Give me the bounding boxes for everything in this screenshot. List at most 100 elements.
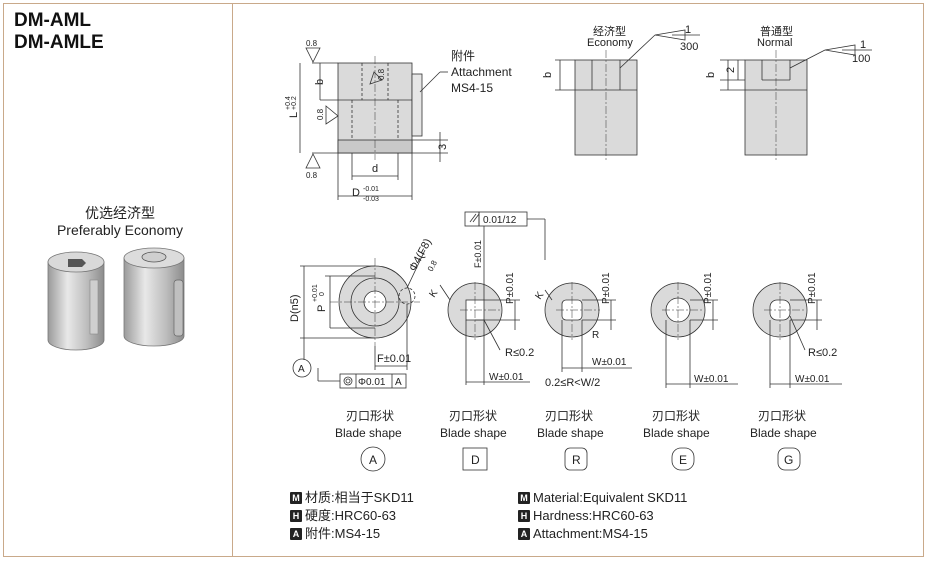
economy-ratio-top: 1	[685, 24, 691, 36]
attach-part: MS4-15	[451, 81, 493, 95]
range-r: 0.2≤R<W/2	[545, 377, 600, 389]
blade-cn: 刃口形状	[758, 409, 806, 423]
spec-text: 硬度:HRC60-63	[305, 508, 397, 523]
blade-en: Blade shape	[440, 426, 507, 440]
outer-frame	[3, 3, 924, 557]
normal-b: b	[705, 72, 717, 78]
blade-shape-a: 刃口形状 Blade shape A	[335, 409, 402, 472]
dim-D-tol-dn: -0.03	[363, 196, 379, 203]
title-dm-amle: DM-AMLE	[14, 32, 104, 53]
normal-ratio-bot: 100	[852, 53, 870, 65]
dim-D-tol-up: -0.01	[363, 186, 379, 193]
blade-shape-g: 刃口形状 Blade shape G	[750, 409, 817, 471]
blade-shape-r: 刃口形状 Blade shape R	[537, 409, 604, 471]
fcf-tol: Φ0.01	[358, 377, 386, 388]
badge-a-icon: A	[290, 528, 302, 540]
dim-P-a-tol-dn: 0	[319, 292, 326, 296]
parallel-tol: 0.01/12	[483, 215, 517, 226]
blade-en: Blade shape	[335, 426, 402, 440]
dim-P-d: P±0.01	[505, 272, 516, 304]
blade-en: Blade shape	[643, 426, 710, 440]
dim-K-r: K	[533, 290, 546, 302]
bushing-round	[123, 247, 185, 347]
blade-cn: 刃口形状	[449, 409, 497, 423]
product-illustration	[47, 247, 185, 351]
economy-cn: 经济型	[593, 24, 626, 38]
blade-code: R	[572, 453, 581, 467]
dim-P-g: P±0.01	[807, 272, 818, 304]
badge-h-icon: H	[290, 510, 302, 522]
dim-D: D	[352, 187, 360, 199]
blade-en: Blade shape	[750, 426, 817, 440]
dim-L-tol-up: +0.4	[285, 96, 292, 110]
blade-code: E	[679, 453, 687, 467]
spec-text: Attachment:MS4-15	[533, 526, 648, 541]
preferably-cn: 优选经济型	[85, 205, 155, 221]
dim-P-a: P	[316, 305, 328, 312]
product-titles: DM-AML DM-AMLE	[14, 10, 104, 54]
blade-code: D	[471, 453, 480, 467]
dim-W-e: W±0.01	[694, 374, 729, 385]
surface-08-bore: 0.8	[377, 68, 386, 80]
preferably-economy-label: 优选经济型 Preferably Economy	[40, 205, 200, 239]
economy-en: Economy	[587, 37, 633, 49]
panel-divider	[232, 3, 233, 557]
dim-d: d	[372, 163, 378, 175]
dim-W-d: W±0.01	[489, 372, 524, 383]
dim-W-r: W±0.01	[592, 357, 627, 368]
spec-text: Material:Equivalent SKD11	[533, 490, 688, 505]
dim-D-n5: D(n5)	[289, 294, 301, 322]
blade-code: A	[369, 453, 377, 467]
blade-code: G	[784, 453, 793, 467]
attach-cn: 附件	[451, 49, 475, 63]
surface-08-phi4: 0.8	[426, 258, 439, 273]
dim-K-d: K	[427, 288, 440, 300]
dim-3: 3	[437, 144, 449, 150]
badge-a-icon: A	[518, 528, 530, 540]
dim-P-r: P±0.01	[601, 272, 612, 304]
dim-P-a-tol-up: +0.01	[312, 284, 319, 302]
dim-R-g: R≤0.2	[808, 347, 837, 359]
attach-en: Attachment	[451, 65, 512, 79]
preferably-en: Preferably Economy	[56, 222, 184, 238]
spec-text: 附件:MS4-15	[305, 526, 381, 541]
normal-two: 2	[725, 67, 737, 73]
normal-en: Normal	[757, 37, 792, 49]
dim-b-main: b	[314, 79, 326, 85]
normal-ratio-top: 1	[860, 39, 866, 51]
dim-W-g: W±0.01	[795, 374, 830, 385]
normal-cn: 普通型	[760, 24, 793, 38]
badge-h-icon: H	[518, 510, 530, 522]
dim-L-tol-dn: +0.2	[291, 96, 298, 110]
bushing-d-shape	[47, 251, 105, 351]
fcf-ref: A	[395, 377, 402, 388]
blade-cn: 刃口形状	[652, 409, 700, 423]
blade-shape-d: 刃口形状 Blade shape D	[440, 409, 507, 471]
dim-F-d: F±0.01	[473, 240, 483, 268]
blade-cn: 刃口形状	[545, 409, 593, 423]
spec-text: 材质:相当于SKD11	[305, 490, 414, 505]
blade-cn: 刃口形状	[346, 409, 394, 423]
economy-b: b	[542, 72, 554, 78]
surface-08-bottom: 0.8	[306, 171, 318, 180]
surface-08-side: 0.8	[316, 108, 325, 120]
dim-L: L	[288, 112, 300, 118]
badge-m-icon: M	[290, 492, 302, 504]
dim-R-d: R≤0.2	[505, 347, 534, 359]
badge-m-icon: M	[518, 492, 530, 504]
datum-A: A	[298, 364, 305, 375]
economy-ratio-bot: 300	[680, 41, 698, 53]
blade-en: Blade shape	[537, 426, 604, 440]
title-dm-aml: DM-AML	[14, 10, 92, 31]
dim-R-r: R	[592, 330, 599, 341]
dim-F-a: F±0.01	[377, 353, 411, 365]
dim-P-e: P±0.01	[703, 272, 714, 304]
